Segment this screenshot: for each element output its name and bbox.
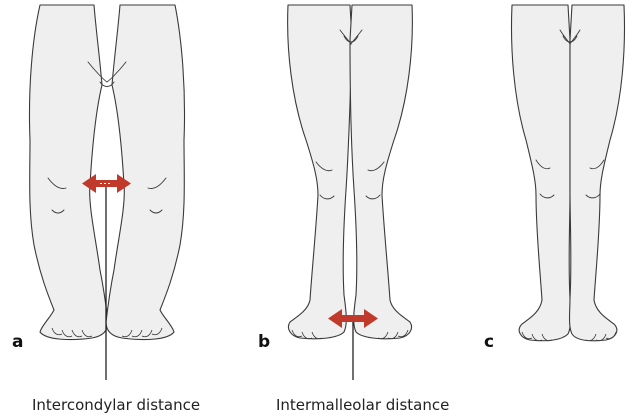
panel-label-c: c xyxy=(484,332,494,352)
panel-c-normal-legs: c xyxy=(484,5,624,352)
intermalleolar-distance-label: Intermalleolar distance xyxy=(276,396,449,414)
panel-b-right-leg xyxy=(350,5,412,339)
panel-label-a: a xyxy=(12,332,23,352)
panel-label-b: b xyxy=(258,332,270,352)
panel-a-bowed-legs: a Intercondylar distance xyxy=(12,5,200,414)
panel-a-right-leg xyxy=(106,5,185,340)
panel-b-knock-knees: b Intermalleolar distance xyxy=(258,5,449,414)
panel-b-left-leg xyxy=(288,5,352,339)
intercondylar-distance-label: Intercondylar distance xyxy=(32,396,200,414)
panel-c-right-leg xyxy=(570,5,625,341)
panel-c-left-leg xyxy=(512,5,571,341)
panel-a-left-leg xyxy=(29,5,108,340)
